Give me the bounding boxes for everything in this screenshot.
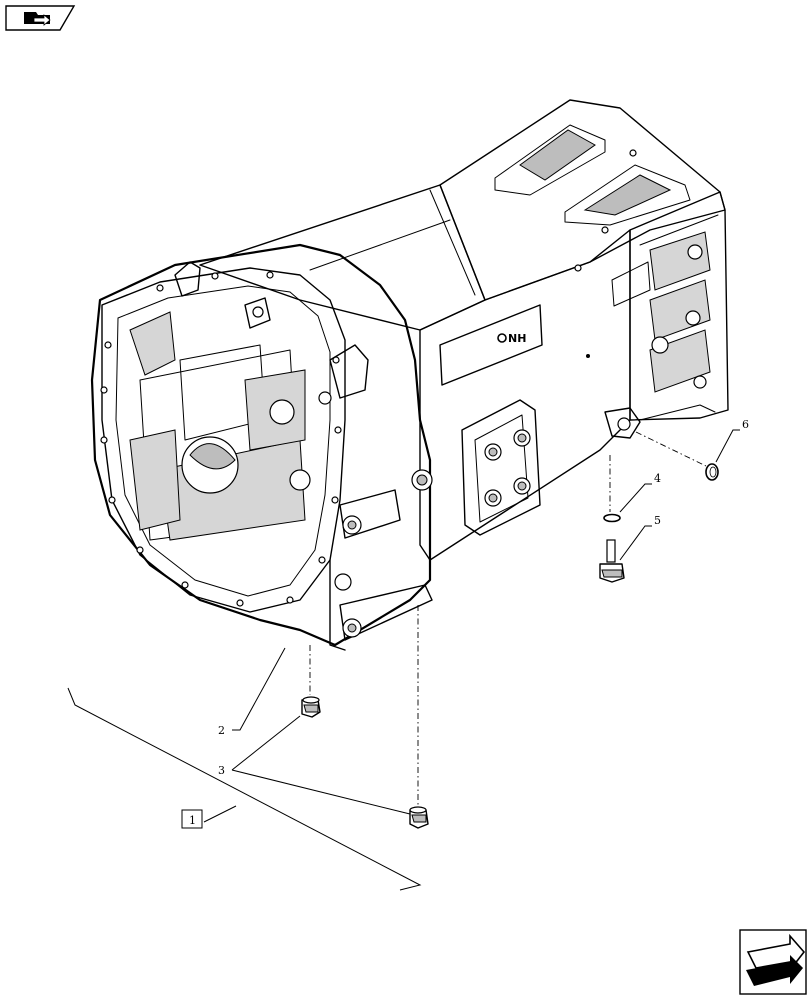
callout-5: 5 bbox=[654, 514, 661, 527]
sealing-ring-6 bbox=[705, 463, 719, 481]
drain-plug-5 bbox=[599, 539, 625, 583]
callout-1: 1 bbox=[189, 814, 196, 827]
brand-logo: NH bbox=[497, 332, 526, 345]
callout-box-1 bbox=[181, 809, 203, 829]
plug-lower bbox=[409, 806, 429, 829]
next-page-arrow-icon[interactable] bbox=[739, 929, 807, 995]
o-ring-4 bbox=[603, 513, 621, 523]
plug-upper bbox=[301, 696, 321, 718]
callout-2: 2 bbox=[218, 724, 225, 737]
transmission-housing: NH bbox=[90, 99, 729, 651]
brand-text: NH bbox=[508, 332, 526, 345]
callout-3: 3 bbox=[218, 764, 225, 777]
callout-6: 6 bbox=[742, 418, 749, 431]
callout-4: 4 bbox=[654, 472, 661, 485]
folder-arrow-icon[interactable] bbox=[5, 5, 76, 31]
